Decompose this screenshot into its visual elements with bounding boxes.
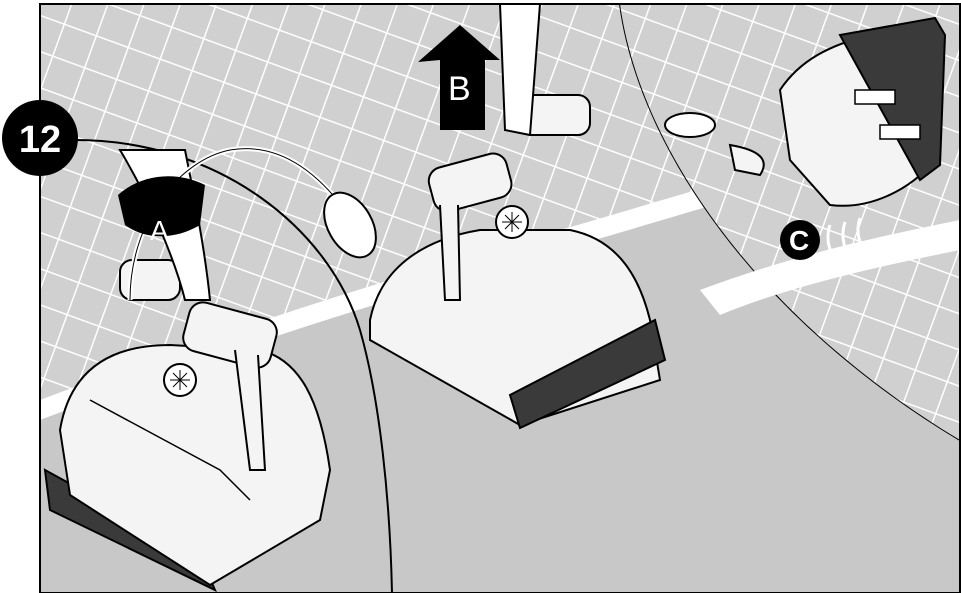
label-b: B (448, 70, 471, 108)
left-panel-arc (74, 139, 393, 593)
robot-middle (323, 3, 667, 430)
step-number: 12 (19, 119, 61, 161)
rotate-arrow-icon (118, 176, 205, 237)
step-badge (2, 100, 78, 176)
label-c: C (789, 225, 809, 256)
robot-right (664, 16, 947, 207)
label-a: A (150, 215, 169, 246)
motion-lines-icon (826, 217, 868, 264)
up-arrow-icon (418, 25, 500, 130)
badge-c (780, 220, 820, 260)
right-panel-foam (700, 220, 960, 315)
